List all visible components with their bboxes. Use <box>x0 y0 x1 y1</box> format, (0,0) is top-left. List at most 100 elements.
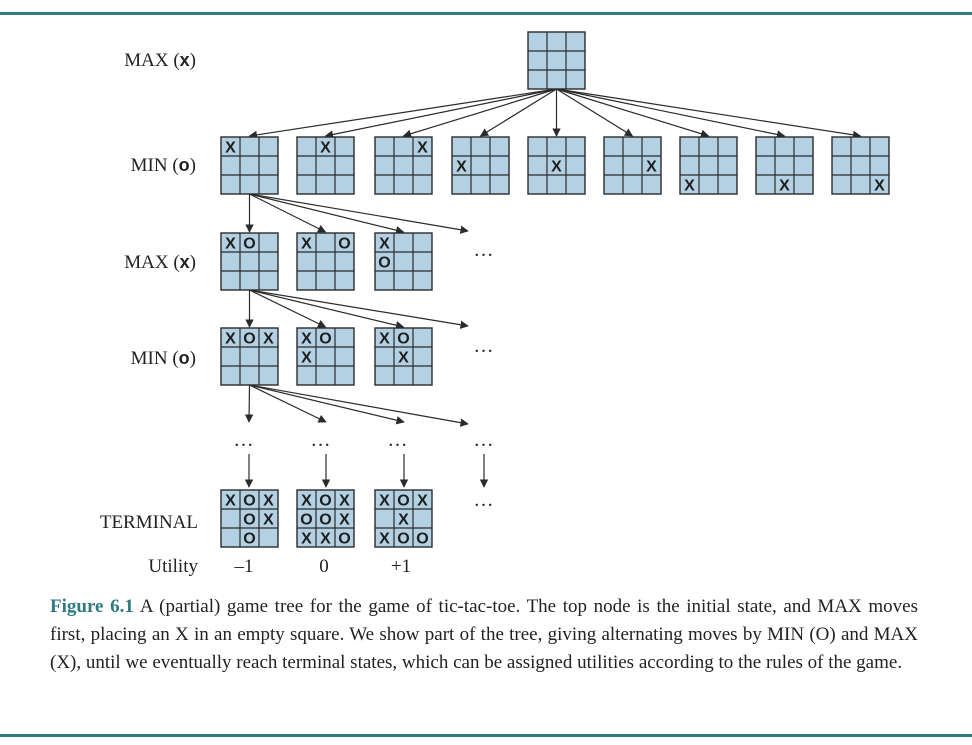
level-label-terminal: TERMINAL <box>100 512 198 533</box>
tree-edge-arrow <box>556 88 786 139</box>
board-background <box>603 136 662 195</box>
board-background <box>374 232 433 291</box>
level-label-min: MIN (o) <box>131 348 196 369</box>
tree-edge-arrow <box>249 384 405 425</box>
board-node: X <box>451 136 510 195</box>
utility-value: 0 <box>319 556 329 577</box>
board-background <box>527 31 586 90</box>
board-background <box>374 136 433 195</box>
x-mark: X <box>301 531 312 548</box>
level-label-min: MIN (o) <box>131 155 196 176</box>
o-mark: O <box>319 493 331 510</box>
board-node: X <box>603 136 662 195</box>
x-mark: X <box>379 331 390 348</box>
bottom-rule <box>0 734 972 737</box>
o-mark: O <box>416 531 428 548</box>
ellipsis: … <box>388 429 409 451</box>
top-rule <box>0 12 972 15</box>
x-mark: X <box>301 493 312 510</box>
level-label-max: MAX (x) <box>124 50 196 71</box>
tree-edge-arrow <box>249 384 327 423</box>
x-mark: X <box>320 531 331 548</box>
x-mark: X <box>225 493 236 510</box>
board-background <box>296 327 355 386</box>
x-mark: X <box>684 178 695 195</box>
tree-edges <box>244 88 862 488</box>
tree-edge-arrow <box>402 88 557 138</box>
tree-edge-arrow <box>249 289 327 328</box>
ellipsis: … <box>474 335 495 357</box>
utility-values: –1 0 +1 <box>234 556 412 577</box>
ellipses: … … … … … … … <box>234 239 495 511</box>
x-mark: X <box>779 178 790 195</box>
board-background <box>296 489 355 548</box>
board-background <box>374 327 433 386</box>
board-background <box>755 136 814 195</box>
x-mark: X <box>301 331 312 348</box>
tree-edge-arrow <box>556 88 862 139</box>
ellipsis: … <box>311 429 332 451</box>
x-mark: X <box>417 140 428 157</box>
x-mark: X <box>398 512 409 529</box>
level-label-max: MAX (x) <box>124 252 196 273</box>
o-mark: O <box>243 236 255 253</box>
board-node: X <box>527 136 586 195</box>
tree-edge-arrow <box>249 384 469 427</box>
x-mark: X <box>225 236 236 253</box>
x-mark: X <box>874 178 885 195</box>
x-mark: X <box>301 350 312 367</box>
tree-edge-arrow <box>249 193 405 235</box>
x-mark: X <box>301 236 312 253</box>
board-background <box>374 489 433 548</box>
board-background <box>451 136 510 195</box>
ellipsis: … <box>474 489 495 511</box>
utility-value: –1 <box>234 556 254 577</box>
o-mark: O <box>338 236 350 253</box>
o-mark: O <box>397 531 409 548</box>
board-node: X <box>220 136 279 195</box>
board-node <box>527 31 586 90</box>
o-mark: O <box>378 255 390 272</box>
o-mark: O <box>397 331 409 348</box>
tree-edge-arrow <box>249 289 405 330</box>
o-mark: O <box>338 531 350 548</box>
board-node: X <box>374 136 433 195</box>
level-labels: MAX (x) MIN (o) MAX (x) MIN (o) TERMINAL… <box>100 50 199 577</box>
tree-edge-arrow <box>249 193 469 234</box>
tree-edge-arrow <box>556 88 634 137</box>
o-mark: O <box>243 512 255 529</box>
tree-edge-arrow <box>248 88 557 140</box>
x-mark: X <box>379 493 390 510</box>
caption-text: A (partial) game tree for the game of ti… <box>50 596 918 673</box>
x-mark: X <box>339 512 350 529</box>
tree-edge-arrow <box>556 88 710 138</box>
ellipsis: … <box>234 429 255 451</box>
tree-edge-arrow <box>249 289 469 329</box>
x-mark: X <box>379 236 390 253</box>
board-background <box>831 136 890 195</box>
board-node: X <box>831 136 890 195</box>
x-mark: X <box>225 331 236 348</box>
o-mark: O <box>319 331 331 348</box>
x-mark: X <box>263 493 274 510</box>
o-mark: O <box>397 493 409 510</box>
tree-edge-arrow <box>244 384 254 423</box>
board-node: X <box>679 136 738 195</box>
x-mark: X <box>263 331 274 348</box>
board-background <box>296 136 355 195</box>
x-mark: X <box>398 350 409 367</box>
board-background <box>220 327 279 386</box>
x-mark: X <box>339 493 350 510</box>
board-background <box>220 489 279 548</box>
